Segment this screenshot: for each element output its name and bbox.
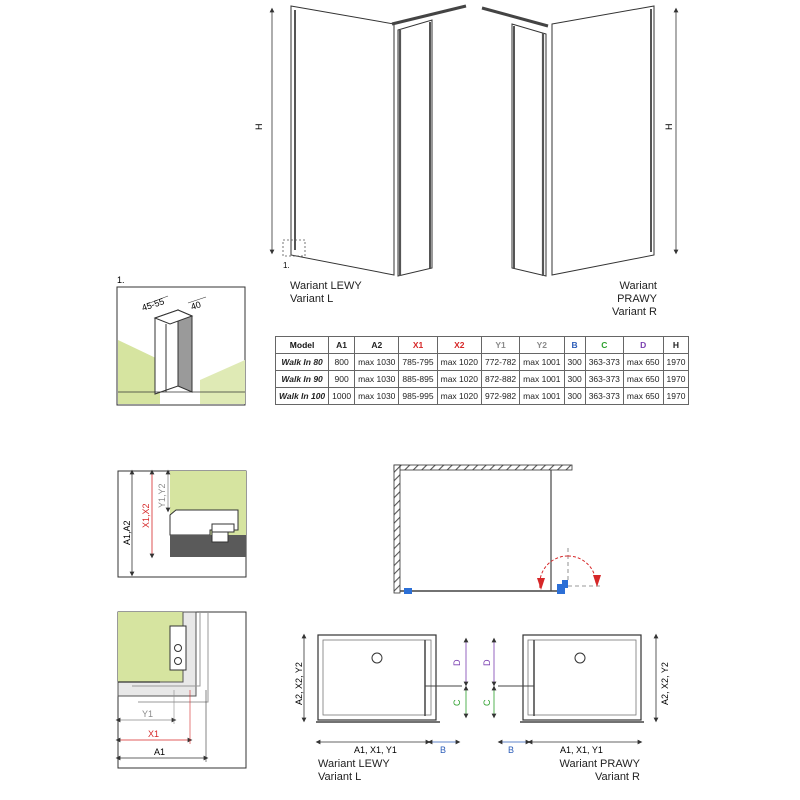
plan-left-d-label: D <box>452 659 462 666</box>
table-cell: max 1020 <box>436 353 482 371</box>
plan-corner-drawing: Y1 X1 A1 <box>115 611 247 769</box>
model-cell: Walk In 80 <box>274 353 330 371</box>
table-cell: 300 <box>563 370 586 388</box>
model-cell: Walk In 100 <box>274 387 330 405</box>
side-a-label: A1,A2 <box>122 520 132 545</box>
detail-1-dim-b: 40 <box>190 299 203 312</box>
table-header-cell: X2 <box>436 336 482 354</box>
table-cell: max 1001 <box>519 353 565 371</box>
return-panel-right <box>511 23 547 277</box>
caption-elevation-right: Wariant PRAWY Variant R <box>577 280 657 319</box>
detail-1-ref: 1. <box>117 275 125 285</box>
table-cell: 785-795 <box>398 353 438 371</box>
caption-line: Variant L <box>290 293 334 305</box>
return-panel-left <box>397 19 433 277</box>
plan-right-bottom-label: A1, X1, Y1 <box>560 745 603 755</box>
caption-line: Variant R <box>611 306 657 318</box>
stabilizer-bar-right <box>481 6 549 28</box>
caption-line: Wariant PRAWY <box>617 280 657 305</box>
caption-plan-right: Wariant PRAWY Variant R <box>558 758 640 784</box>
table-cell: 972-982 <box>480 387 521 405</box>
caption-elevation-left: Wariant LEWY Variant L <box>290 280 362 306</box>
table-header-cell: Y2 <box>519 336 565 354</box>
top-plan-drawing <box>393 464 601 594</box>
plan-left-drawing <box>301 633 469 745</box>
table-header-cell: Y1 <box>480 336 521 354</box>
table-cell: 1970 <box>662 370 690 388</box>
table-header-cell: A2 <box>354 336 400 354</box>
glass-panel-right <box>551 5 655 276</box>
plan-y-label: Y1 <box>142 709 153 719</box>
stabilizer-bar-left <box>391 4 467 26</box>
table-header-cell: B <box>563 336 586 354</box>
caption-line: Variant R <box>594 771 640 783</box>
elevation-right: H <box>481 5 679 277</box>
caption-plan-left: Wariant LEWY Variant L <box>318 758 390 784</box>
table-cell: 300 <box>563 387 586 405</box>
elevation-left: H 1. <box>254 4 467 277</box>
caption-line: Wariant LEWY <box>318 758 390 770</box>
table-cell: max 1030 <box>354 353 400 371</box>
side-y-label: Y1,Y2 <box>157 483 167 508</box>
caption-line: Wariant LEWY <box>290 280 362 292</box>
table-cell: 1970 <box>662 387 690 405</box>
plan-right-b-label: B <box>508 745 514 755</box>
plan-right-c-label: C <box>482 699 492 706</box>
table-cell: 772-782 <box>480 353 521 371</box>
plan-right-vert-label: A2, X2, Y2 <box>660 662 670 705</box>
table-cell: 872-882 <box>480 370 521 388</box>
table-cell: 1000 <box>328 387 356 405</box>
height-label-left: H <box>254 124 264 131</box>
plan-left-c-label: C <box>452 699 462 706</box>
table-cell: max 650 <box>622 353 664 371</box>
table-cell: 1970 <box>662 353 690 371</box>
table-cell: 363-373 <box>584 353 624 371</box>
glass-panel-left <box>290 5 395 276</box>
detail-ref-label: 1. <box>283 261 290 270</box>
table-header-cell: X1 <box>398 336 438 354</box>
model-cell: Walk In 90 <box>274 370 330 388</box>
table-cell: max 1020 <box>436 370 482 388</box>
plan-right-drawing <box>491 633 659 745</box>
table-cell: max 650 <box>622 370 664 388</box>
table-header-cell: H <box>662 336 690 354</box>
plan-left-b-label: B <box>440 745 446 755</box>
table-cell: 885-895 <box>398 370 438 388</box>
table-cell: max 1030 <box>354 370 400 388</box>
table-cell: max 650 <box>622 387 664 405</box>
table-cell: max 1030 <box>354 387 400 405</box>
table-cell: 900 <box>328 370 356 388</box>
table-cell: max 1001 <box>519 387 565 405</box>
table-header-cell: C <box>584 336 624 354</box>
side-x-label: X1,X2 <box>141 503 151 528</box>
table-cell: 985-995 <box>398 387 438 405</box>
plan-left-vert-label: A2, X2, Y2 <box>294 662 304 705</box>
table-cell: 300 <box>563 353 586 371</box>
table-header-cell: D <box>622 336 664 354</box>
table-cell: max 1020 <box>436 387 482 405</box>
table-cell: 800 <box>328 353 356 371</box>
table-header-cell: Model <box>274 336 330 354</box>
table-cell: 363-373 <box>584 387 624 405</box>
caption-line: Wariant PRAWY <box>559 758 640 770</box>
height-label-right: H <box>664 124 674 131</box>
table-header-cell: A1 <box>328 336 356 354</box>
plan-a-label: A1 <box>154 747 165 757</box>
side-section-drawing: A1,A2 X1,X2 Y1,Y2 <box>117 469 247 578</box>
detail-1-drawing: 45-55 40 <box>116 286 246 406</box>
caption-line: Variant L <box>318 771 362 783</box>
plan-right-d-label: D <box>482 659 492 666</box>
table-cell: max 1001 <box>519 370 565 388</box>
plan-x-label: X1 <box>148 729 159 739</box>
plan-left-bottom-label: A1, X1, Y1 <box>354 745 397 755</box>
table-cell: 363-373 <box>584 370 624 388</box>
